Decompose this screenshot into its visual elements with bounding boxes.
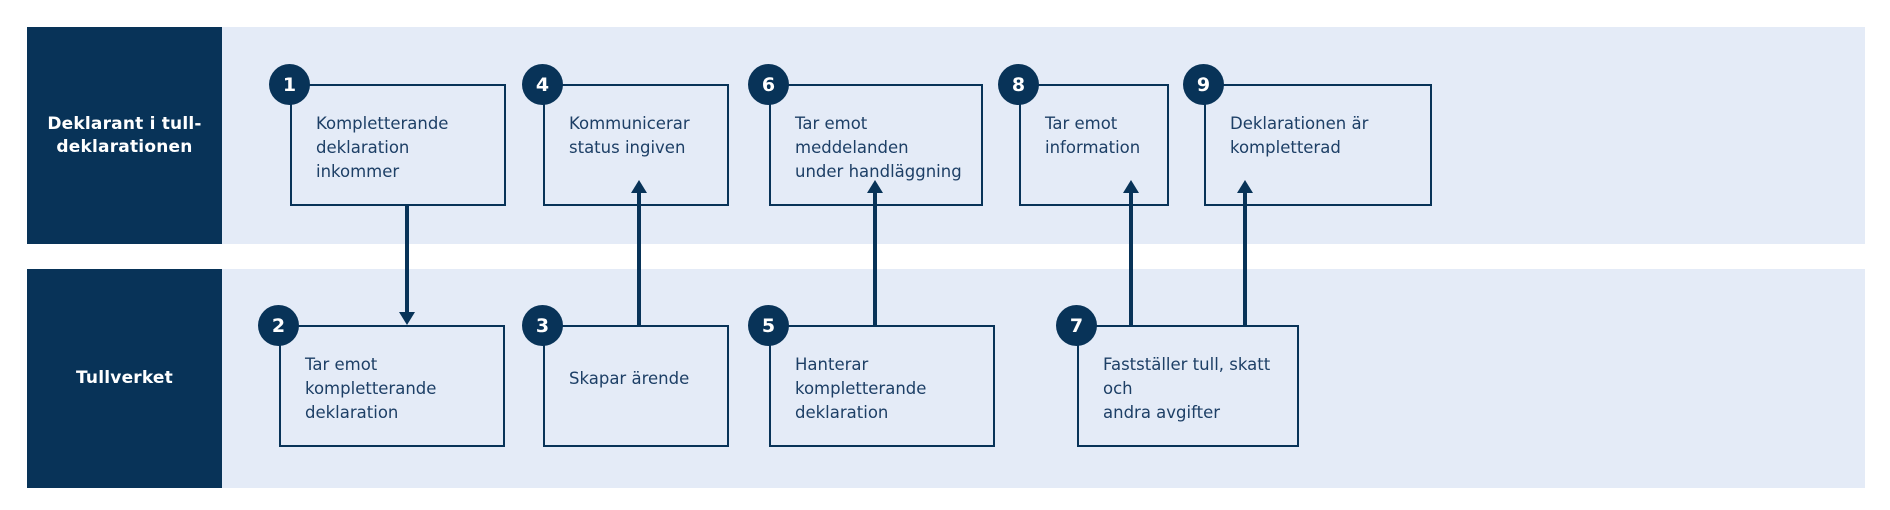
step-box-2[interactable]: Tar emot kompletterande deklaration	[279, 325, 505, 447]
step-label-5: Hanterar kompletterande deklaration	[795, 355, 927, 422]
lane-header-tullverket: Tullverket	[27, 269, 222, 488]
step-box-8[interactable]: Tar emot information	[1019, 84, 1169, 206]
step-badge-1[interactable]: 1	[269, 64, 310, 105]
step-label-9: Deklarationen är kompletterad	[1230, 114, 1369, 157]
step-box-3[interactable]: Skapar ärende	[543, 325, 729, 447]
step-badge-4[interactable]: 4	[522, 64, 563, 105]
step-box-1[interactable]: Kompletterande deklaration inkommer	[290, 84, 506, 206]
step-box-9[interactable]: Deklarationen är kompletterad	[1204, 84, 1432, 206]
step-badge-6[interactable]: 6	[748, 64, 789, 105]
step-badge-9[interactable]: 9	[1183, 64, 1224, 105]
step-badge-8[interactable]: 8	[998, 64, 1039, 105]
step-badge-7[interactable]: 7	[1056, 305, 1097, 346]
step-badge-3[interactable]: 3	[522, 305, 563, 346]
step-box-4[interactable]: Kommunicerar status ingiven	[543, 84, 729, 206]
step-label-3: Skapar ärende	[569, 369, 690, 388]
step-box-7[interactable]: Fastställer tull, skatt och andra avgift…	[1077, 325, 1299, 447]
step-box-5[interactable]: Hanterar kompletterande deklaration	[769, 325, 995, 447]
step-label-7: Fastställer tull, skatt och andra avgift…	[1103, 355, 1271, 422]
lane-band-tullverket	[27, 269, 1865, 488]
step-badge-5[interactable]: 5	[748, 305, 789, 346]
step-label-4: Kommunicerar status ingiven	[569, 114, 690, 157]
step-label-6: Tar emot meddelanden under handläggning	[795, 114, 962, 181]
lane-band-deklarant	[27, 27, 1865, 244]
lane-header-deklarant: Deklarant i tull- deklarationen	[27, 27, 222, 244]
step-badge-2[interactable]: 2	[258, 305, 299, 346]
step-label-8: Tar emot information	[1045, 114, 1141, 157]
step-label-2: Tar emot kompletterande deklaration	[305, 355, 437, 422]
step-label-1: Kompletterande deklaration inkommer	[316, 114, 449, 181]
